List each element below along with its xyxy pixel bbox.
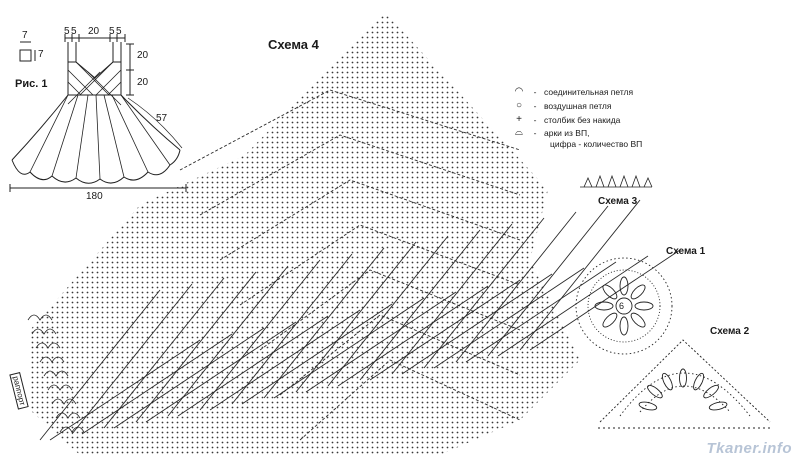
legend-text: столбик без накида (544, 114, 621, 125)
dim-top-2: 5 (71, 26, 77, 37)
chain-stitch-icon: ○ (515, 100, 523, 111)
scheme1-title: Схема 1 (666, 246, 706, 257)
legend-item-chain-stitch: ○ - воздушная петля (512, 100, 612, 111)
legend-item-single-crochet: + - столбик без накида (512, 114, 620, 125)
legend-text: воздушная петля (544, 100, 612, 111)
scheme3-title: Схема 3 (598, 196, 638, 207)
chain-arch-icon: ⌓ (515, 127, 523, 138)
dress-schematic (9, 34, 187, 192)
scheme1-center-number: 6 (619, 301, 625, 311)
legend-item-slip-stitch: ◠ - соединительная петля (512, 86, 633, 97)
figure-title: Рис. 1 (15, 78, 48, 90)
legend-item-chain-arch: ⌓ - арки из ВП, (512, 127, 589, 138)
legend-text: арки из ВП, (544, 127, 590, 138)
scheme4-title: Схема 4 (268, 37, 319, 52)
dim-hem-width: 180 (86, 191, 103, 202)
single-crochet-icon: + (516, 114, 522, 125)
dim-top-3: 20 (88, 26, 100, 37)
dim-swatch-height: 7 (38, 49, 44, 60)
scheme2-title: Схема 2 (710, 326, 750, 337)
legend-text: цифра - количество ВП (550, 139, 643, 149)
dim-skirt-length: 57 (156, 113, 168, 124)
scheme3-edging (580, 174, 653, 188)
dim-top-5: 5 (116, 26, 122, 37)
scheme1-motif (575, 257, 673, 355)
dim-bodice-upper: 20 (137, 50, 149, 61)
main-fan-chart (27, 12, 681, 455)
dim-top-4: 5 (109, 26, 115, 37)
legend-text: соединительная петля (544, 86, 634, 97)
watermark-logo: Tkaner.info (706, 440, 792, 457)
dim-bodice-lower: 20 (137, 77, 149, 88)
scheme2-triangle (598, 339, 771, 429)
dim-swatch-width: 7 (22, 30, 28, 41)
slip-stitch-icon: ◠ (514, 86, 524, 97)
dim-top-1: 5 (64, 26, 70, 37)
legend-item-chain-count: цифра - количество ВП (550, 139, 642, 149)
